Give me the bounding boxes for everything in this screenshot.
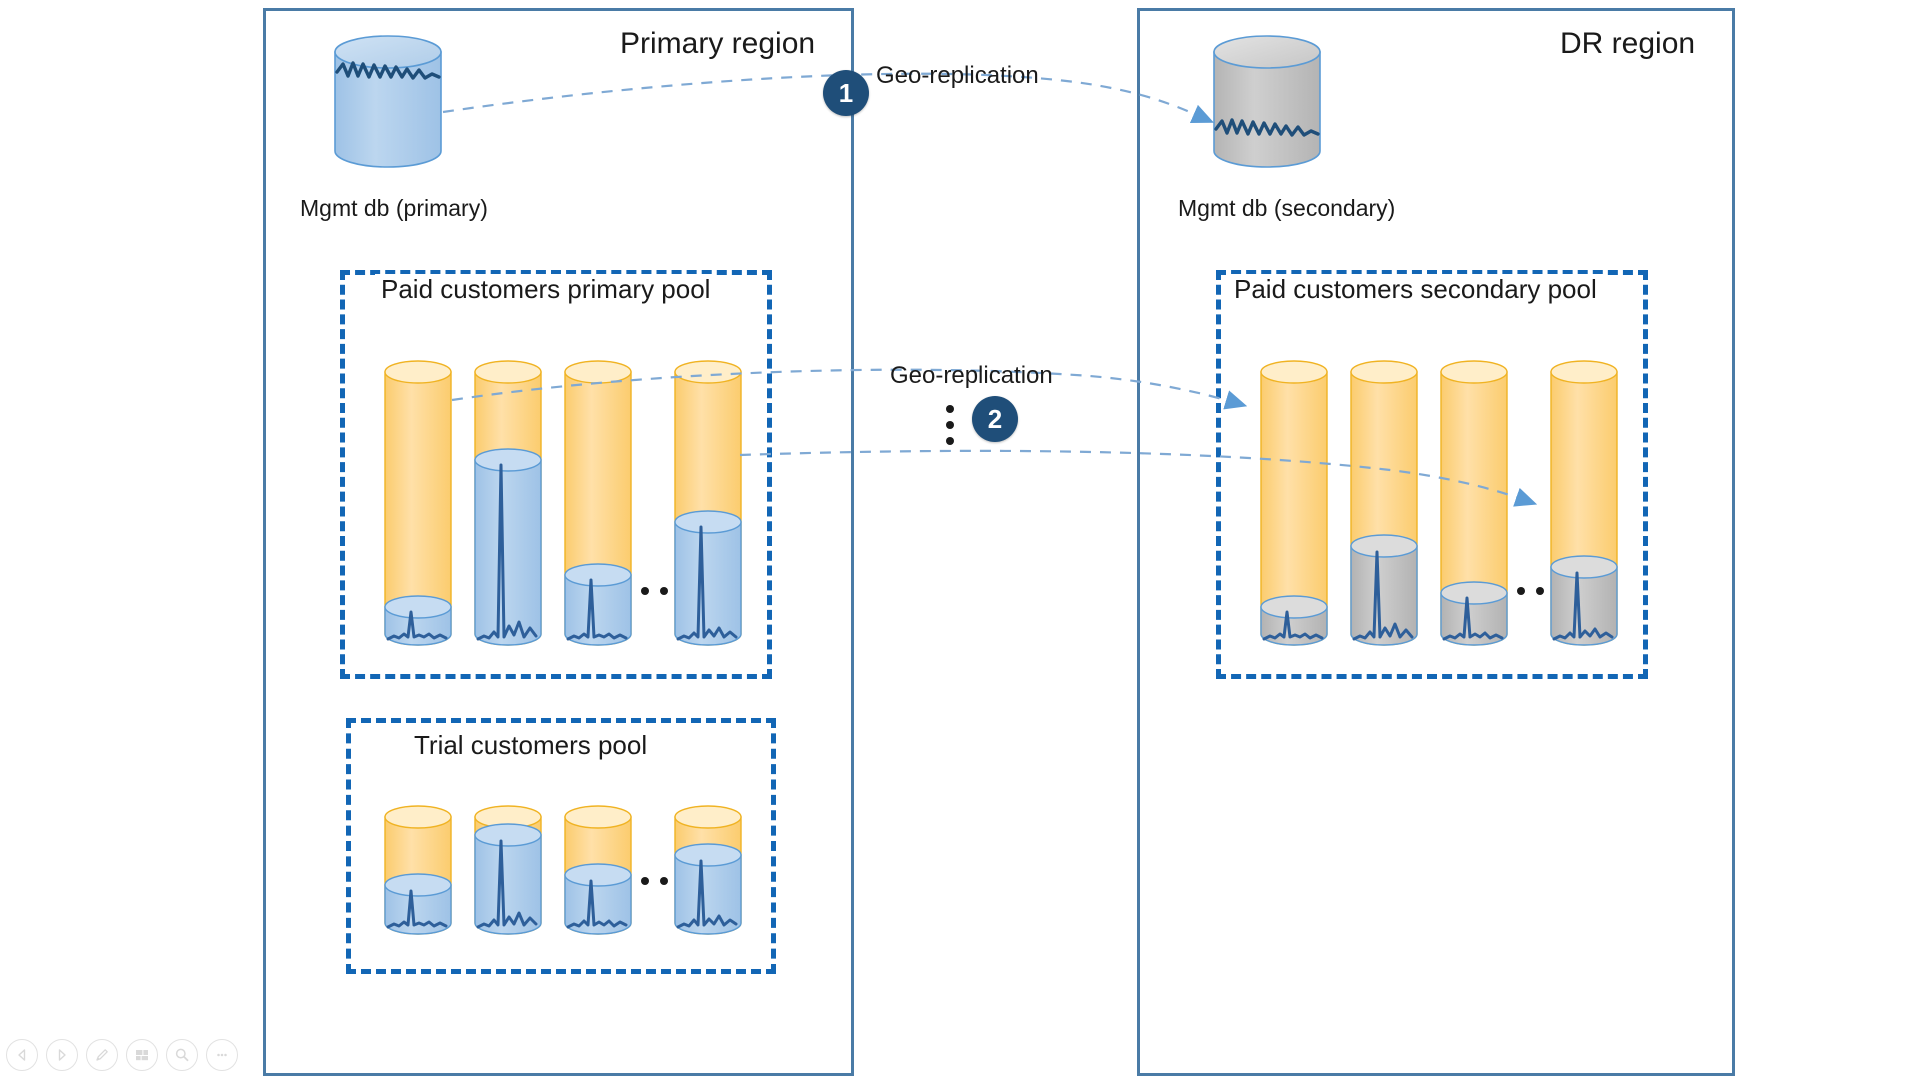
ellipsis-icon <box>214 1047 230 1063</box>
mgmt-db-primary-cylinder <box>333 34 443 169</box>
geo-replication-label-1: Geo-replication <box>876 62 1039 89</box>
zoom-button[interactable] <box>166 1039 198 1071</box>
grid-icon <box>134 1047 150 1063</box>
paid-primary-db-4 <box>672 360 744 660</box>
trial-db-1 <box>382 805 454 945</box>
mgmt-db-secondary-cylinder <box>1212 34 1322 169</box>
paid-secondary-db-3 <box>1438 360 1510 660</box>
paid-primary-db-3 <box>562 360 634 660</box>
paid-secondary-pool-box <box>1216 270 1648 679</box>
mgmt-db-primary-label: Mgmt db (primary) <box>300 195 488 221</box>
trial-db-2 <box>472 805 544 945</box>
trial-db-3 <box>562 805 634 945</box>
trial-pool-box <box>346 718 776 974</box>
trial-pool-title: Trial customers pool <box>408 730 654 761</box>
previous-slide-button[interactable] <box>6 1039 38 1071</box>
paid-primary-pool-title: Paid customers primary pool <box>375 274 717 305</box>
mgmt-db-secondary-label: Mgmt db (secondary) <box>1178 195 1396 221</box>
geo-arrow-3 <box>739 449 1538 507</box>
step-badge-1[interactable]: 1 <box>823 70 869 116</box>
trial-db-4 <box>672 805 744 945</box>
triangle-right-icon <box>55 1048 69 1062</box>
geo-replication-label-2: Geo-replication <box>890 362 1053 389</box>
presentation-toolbar[interactable] <box>6 1039 238 1071</box>
triangle-left-icon <box>15 1048 29 1062</box>
slides-grid-button[interactable] <box>126 1039 158 1071</box>
paid-secondary-db-4 <box>1548 360 1620 660</box>
paid-primary-pool-box <box>340 270 772 679</box>
next-slide-button[interactable] <box>46 1039 78 1071</box>
paid-secondary-db-2 <box>1348 360 1420 660</box>
vertical-ellipsis <box>946 405 954 445</box>
dr-region-title: DR region <box>1560 27 1696 60</box>
primary-region-box <box>263 8 854 1076</box>
step-badge-2[interactable]: 2 <box>972 396 1018 442</box>
paid-primary-db-2 <box>472 360 544 660</box>
magnifier-icon <box>174 1047 190 1063</box>
geo-arrow-2 <box>451 368 1248 410</box>
paid-primary-db-1 <box>382 360 454 660</box>
geo-arrow-1 <box>442 72 1215 123</box>
primary-region-title: Primary region <box>620 27 816 60</box>
pen-icon <box>94 1047 110 1063</box>
pen-button[interactable] <box>86 1039 118 1071</box>
paid-secondary-db-1 <box>1258 360 1330 660</box>
paid-secondary-pool-title: Paid customers secondary pool <box>1228 274 1603 305</box>
more-options-button[interactable] <box>206 1039 238 1071</box>
dr-region-box <box>1137 8 1735 1076</box>
